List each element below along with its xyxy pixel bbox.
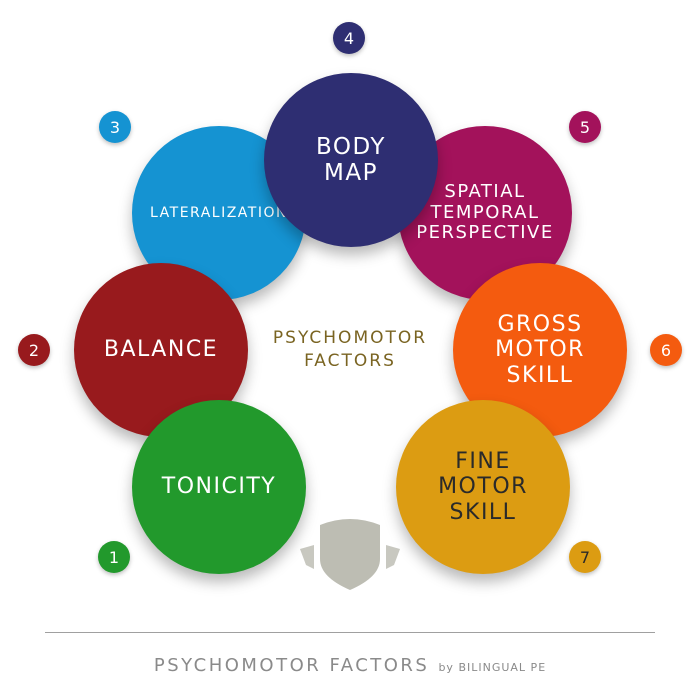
factor-number-badge-2: 2 [18,334,50,366]
footer-credit: by BILINGUAL PE [438,661,547,674]
factor-number-badge-4: 4 [333,22,365,54]
factor-number-badge-1: 1 [98,541,130,573]
factor-number-badge-3: 3 [99,111,131,143]
factor-label-gross-motor: GROSS MOTOR SKILL [495,312,585,388]
factor-circle-gross-motor: GROSS MOTOR SKILL [453,263,627,437]
center-title: PSYCHOMOTOR FACTORS [272,328,428,371]
factor-label-fine-motor: FINE MOTOR SKILL [438,449,528,525]
factor-number-badge-6: 6 [650,334,682,366]
factor-label-lateralization: LATERALIZATION [150,204,288,221]
footer-title: PSYCHOMOTOR FACTORS [153,655,430,676]
factor-number-badge-7: 7 [569,541,601,573]
factor-label-balance: BALANCE [103,337,219,363]
factor-number-badge-5: 5 [569,111,601,143]
footer: PSYCHOMOTOR FACTORS by BILINGUAL PE [0,655,700,676]
footer-divider [45,632,655,633]
factor-label-spatial-temporal: SPATIAL TEMPORAL PERSPECTIVE [416,180,554,244]
factor-circle-fine-motor: FINE MOTOR SKILL [396,400,570,574]
factor-circle-body-map: BODY MAP [264,73,438,247]
factor-label-tonicity: TONICITY [161,474,277,500]
shield-emblem [300,519,400,590]
factor-label-body-map: BODY MAP [316,133,386,186]
factor-circle-tonicity: TONICITY [132,400,306,574]
